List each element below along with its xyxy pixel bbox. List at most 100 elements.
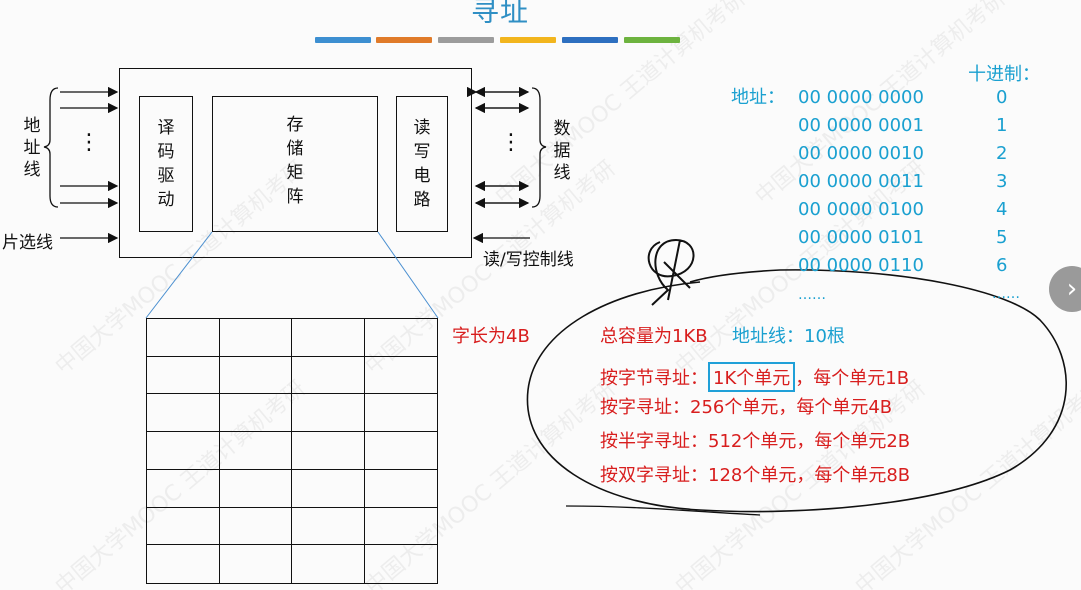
storage-cell [365, 545, 438, 583]
storage-cell [292, 432, 365, 470]
address-binary: 00 0000 0100 [798, 199, 924, 220]
decoder-char: 码 [157, 142, 175, 162]
storage-cell [292, 319, 365, 357]
decoder-char: 译 [157, 118, 175, 138]
matrix-char: 阵 [286, 187, 304, 207]
decoder-char: 动 [157, 190, 175, 210]
address-row: 00 0000 0001 1 [798, 112, 1058, 140]
accent-bar [315, 37, 371, 43]
accent-bar [438, 37, 494, 43]
storage-cell [219, 507, 292, 546]
matrix-char: 存 [286, 115, 304, 135]
rw-control-label: 读/写控制线 [483, 250, 574, 270]
word-addressing-line: 按字寻址：256个单元，每个单元4B [600, 397, 893, 418]
byte-addressing-prefix: 按字节寻址： [600, 368, 708, 389]
storage-cell [364, 357, 437, 395]
data-line-char: 数 [553, 119, 571, 139]
address-row: 00 0000 0110 6 [798, 252, 1058, 280]
word-length: 字长为4B [452, 326, 530, 347]
address-binary: 00 0000 0101 [798, 227, 924, 248]
data-line-char: 据 [553, 141, 571, 161]
address-row: 00 0000 0011 3 [798, 168, 1058, 196]
address-decimal: 3 [996, 171, 1008, 192]
address-binary: 00 0000 0011 [798, 171, 924, 192]
address-row: 00 0000 0100 4 [798, 196, 1058, 224]
decimal-header: 十进制： [968, 64, 1040, 85]
storage-cell [364, 394, 437, 433]
storage-cell [219, 356, 292, 395]
storage-cell-grid [146, 318, 438, 584]
storage-cell [364, 319, 437, 357]
address-decimal: 6 [996, 255, 1008, 276]
double-word-addressing-line: 按双字寻址：128个单元，每个单元8B [600, 465, 911, 486]
address-binary: 00 0000 0110 [798, 255, 924, 276]
matrix-char: 矩 [286, 163, 304, 183]
chevron-right-icon: › [1066, 274, 1078, 304]
storage-cell [147, 394, 220, 433]
address-row: 00 0000 0010 2 [798, 140, 1058, 168]
address-binary: 00 0000 0000 [798, 87, 924, 108]
address-binary: …… [798, 287, 826, 303]
address-decimal: 4 [996, 199, 1008, 220]
address-decimal: 1 [996, 115, 1008, 136]
storage-cell [292, 545, 365, 583]
storage-cell [219, 469, 292, 508]
data-lines-ellipsis: ⋮ [500, 130, 522, 155]
accent-bar [562, 37, 618, 43]
address-row: 00 0000 0101 5 [798, 224, 1058, 252]
storage-cell [147, 319, 220, 357]
slide-title: 寻址 [470, 0, 529, 28]
decoder-char: 驱 [157, 166, 175, 186]
highlighted-unit-count: 1K个单元 [708, 362, 796, 392]
rw-char: 读 [413, 118, 431, 138]
storage-cell [219, 319, 292, 357]
data-line-char: 线 [553, 163, 571, 183]
storage-cell [219, 432, 292, 470]
address-binary: 00 0000 0010 [798, 143, 924, 164]
storage-cell [220, 545, 292, 583]
address-line-char: 地 [23, 116, 41, 136]
chip-select-label: 片选线 [2, 233, 53, 253]
address-line-char: 线 [23, 160, 41, 180]
half-word-addressing-line: 按半字寻址：512个单元，每个单元2B [600, 431, 911, 452]
storage-cell [147, 469, 220, 508]
matrix-char: 储 [286, 139, 304, 159]
total-capacity: 总容量为1KB [600, 326, 708, 347]
address-decimal: 0 [996, 87, 1008, 108]
decoder-block: 译 码 驱 动 [139, 96, 193, 232]
address-line-char: 址 [23, 138, 41, 158]
address-lines-ellipsis: ⋮ [78, 130, 100, 155]
address-decimal: 2 [996, 143, 1008, 164]
storage-cell [147, 507, 220, 546]
address-row: …… …… [798, 280, 1058, 308]
data-line-label: 数 据 线 [552, 118, 572, 184]
address-decimal: …… [992, 286, 1020, 302]
storage-cell [364, 508, 437, 546]
address-decimal: 5 [996, 227, 1008, 248]
storage-cell [292, 356, 365, 395]
rw-circuit-block: 读 写 电 路 [396, 96, 448, 232]
storage-cell [147, 432, 220, 470]
address-line-count: 地址线：10根 [732, 326, 845, 347]
accent-bar [500, 37, 556, 43]
byte-addressing-suffix: ，每个单元1B [795, 368, 910, 389]
storage-cell [364, 470, 437, 508]
storage-cell [147, 545, 220, 583]
address-prefix: 地址： [731, 87, 785, 108]
address-binary: 00 0000 0001 [798, 115, 924, 136]
address-row: 00 0000 0000 0 [798, 84, 1058, 112]
byte-addressing-line: 按字节寻址：1K个单元，每个单元1B [600, 362, 909, 392]
memory-chip-box [119, 68, 472, 258]
storage-cell [292, 507, 365, 546]
next-slide-button[interactable]: › [1049, 266, 1081, 312]
rw-char: 写 [413, 142, 431, 162]
storage-cell [219, 394, 292, 433]
address-line-label: 地 址 线 [22, 115, 42, 181]
storage-cell [364, 432, 437, 470]
storage-matrix-block: 存 储 矩 阵 [212, 96, 378, 232]
accent-bar [376, 37, 432, 43]
storage-cell [147, 356, 220, 395]
